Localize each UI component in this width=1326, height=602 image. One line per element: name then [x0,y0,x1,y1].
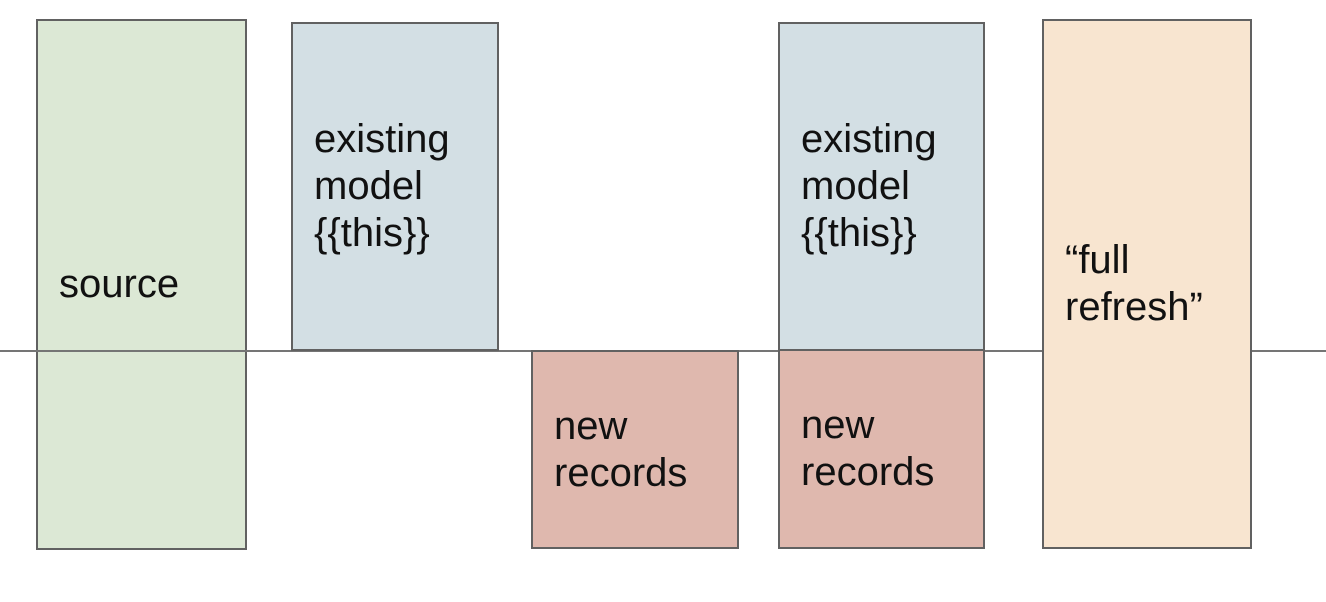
existing-model-box-1: existing model {{this}} [291,22,499,351]
source-box-label: source [59,262,180,306]
full-refresh-box-label: “full refresh” [1065,238,1203,329]
new-records-box-2: new records [778,349,985,549]
source-box: source [36,19,247,550]
existing-model-box-1-label: existing model {{this}} [314,117,450,255]
full-refresh-box: “full refresh” [1042,19,1252,549]
existing-model-box-2-label: existing model {{this}} [801,117,937,255]
new-records-box-2-label: new records [801,403,935,494]
new-records-box-1-label: new records [554,403,688,495]
new-records-box-1: new records [531,350,739,549]
existing-model-box-2: existing model {{this}} [778,22,985,351]
